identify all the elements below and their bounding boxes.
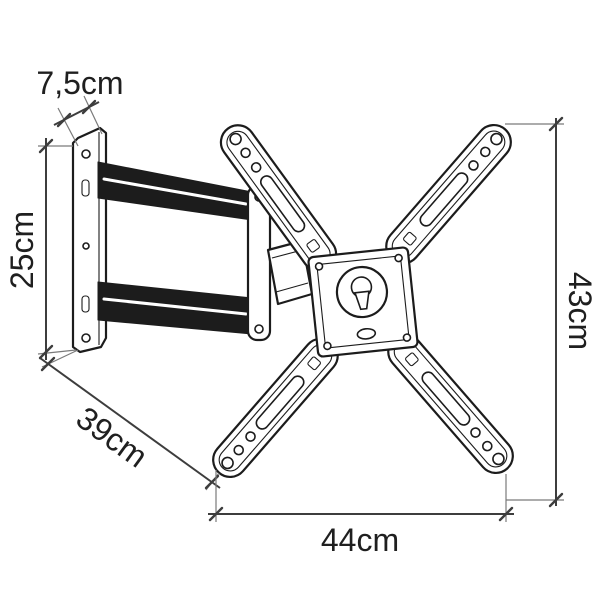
dimension-label-bracket-height: 43cm [562, 272, 598, 350]
dimension-label-bracket-width: 44cm [321, 522, 399, 558]
keyhole-slot [353, 290, 370, 311]
lower-slot [356, 327, 377, 340]
dimension-wall-plate-height: 25cm [4, 138, 77, 360]
dimension-label-wall-plate-height: 25cm [4, 211, 40, 289]
dimension-bracket-height: 43cm [505, 116, 598, 508]
vesa-arm-bottom-right [380, 326, 521, 482]
dimension-bracket-width: 44cm [208, 470, 514, 558]
dimension-arm-extension-depth: 39cm [39, 349, 221, 491]
dimension-label-wall-plate-depth: 7,5cm [36, 65, 123, 101]
vesa-center-plate [307, 246, 419, 358]
dimension-wall-plate-depth: 7,5cm [36, 65, 124, 147]
articulating-arms [97, 161, 272, 342]
